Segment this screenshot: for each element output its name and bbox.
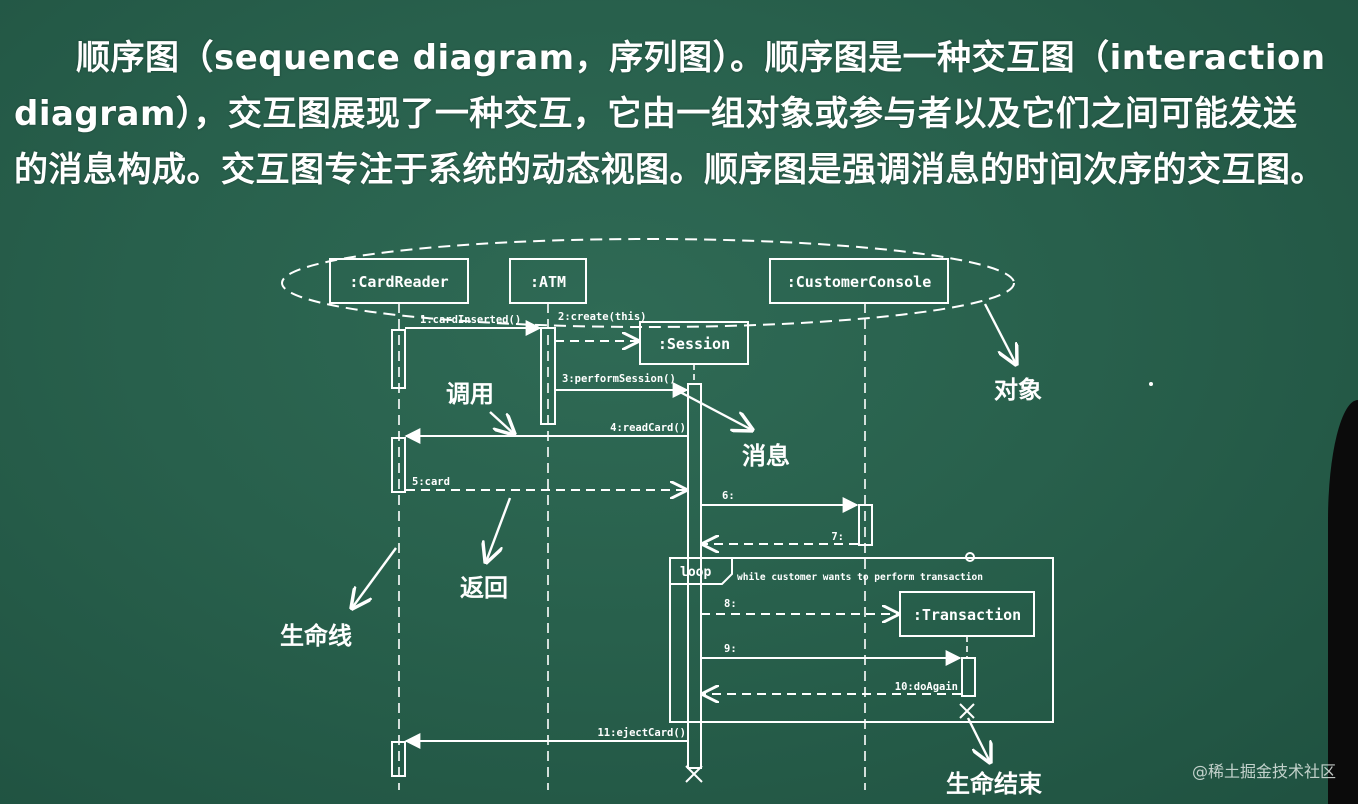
- card-reader-label: :CardReader: [349, 273, 448, 291]
- transaction-destroy-mark: [959, 703, 975, 719]
- loop-label-tab: [670, 558, 733, 585]
- atm-label: :ATM: [530, 273, 566, 291]
- annotation-object: 对象: [994, 376, 1042, 404]
- message-1-label: 1:cardInserted(): [420, 314, 521, 326]
- atm-activation: [540, 327, 556, 425]
- message-10-label: 10:doAgain: [895, 681, 958, 693]
- transaction-activation: [961, 657, 976, 697]
- session-activation: [687, 383, 702, 769]
- message-5-label: 5:card: [412, 476, 450, 488]
- loop-keyword: loop: [680, 565, 711, 580]
- message-6-label: 6:: [722, 490, 735, 502]
- message-11-label: 11:ejectCard(): [597, 727, 686, 739]
- annotation-end-of-life: 生命结束: [946, 770, 1043, 798]
- message-2-label: 2:create(this): [558, 311, 647, 323]
- annotation-return: 返回: [460, 574, 508, 602]
- loop-top-dot: [965, 552, 975, 562]
- loop-condition: while customer wants to perform transact…: [737, 572, 983, 583]
- customer-console-label: :CustomerConsole: [787, 273, 932, 291]
- message-7-label: 7:: [831, 531, 844, 543]
- paragraph-line-1: 顺序图（sequence diagram，序列图）。顺序图是一种交互图（inte…: [76, 38, 1326, 78]
- message-3-label: 3:performSession(): [562, 373, 676, 385]
- loop-fragment: [669, 557, 1054, 723]
- paragraph-line-2: diagram），交互图展现了一种交互，它由一组对象或参与者以及它们之间可能发送: [14, 94, 1298, 134]
- annotation-message: 消息: [742, 442, 790, 470]
- lifeline-pointer-arrow: [352, 547, 397, 608]
- return-pointer-arrow: [486, 497, 512, 562]
- message-4-label: 4:readCard(): [610, 422, 686, 434]
- card-reader-activation-1: [391, 329, 406, 389]
- annotation-lifeline: 生命线: [280, 622, 352, 650]
- card-reader-activation-2: [391, 437, 406, 493]
- session-destroy-mark: [685, 765, 703, 783]
- message-8-label: 8:: [724, 598, 737, 610]
- annotation-call: 调用: [446, 380, 494, 408]
- customer-console-box: [769, 258, 949, 304]
- intro-paragraph: 顺序图（sequence diagram，序列图）。顺序图是一种交互图（inte…: [14, 30, 1344, 198]
- object-pointer-arrow: [983, 303, 1016, 364]
- paragraph-line-3: 的消息构成。交互图专注于系统的动态视图。顺序图是强调消息的时间次序的交互图。: [14, 150, 1325, 190]
- transaction-label: :Transaction: [913, 606, 1021, 624]
- watermark: @稀土掘金技术社区: [1191, 762, 1336, 781]
- objects-ellipse: [281, 238, 1015, 328]
- call-pointer-arrow: [489, 411, 514, 434]
- chalk-dot: [1149, 382, 1153, 386]
- card-reader-activation-3: [391, 741, 406, 777]
- presenter-silhouette: [1328, 400, 1358, 804]
- message-9-label: 9:: [724, 643, 737, 655]
- customer-console-activation: [858, 504, 873, 546]
- session-label: :Session: [658, 335, 730, 353]
- message-pointer-arrow: [679, 390, 752, 430]
- end-of-life-pointer-arrow: [966, 717, 990, 762]
